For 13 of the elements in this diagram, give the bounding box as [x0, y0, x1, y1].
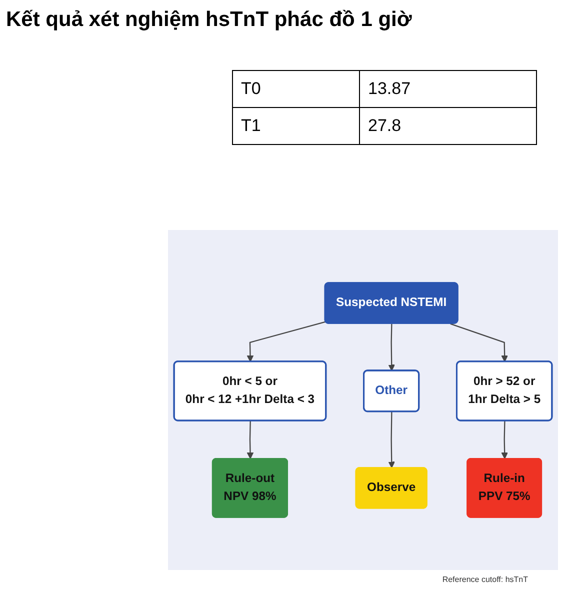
arrow	[450, 323, 508, 362]
arrow	[501, 420, 508, 460]
arrow	[388, 324, 395, 372]
arrow	[246, 420, 254, 460]
table-cell: T1	[232, 108, 360, 144]
arrow	[388, 412, 395, 468]
title: Kết quả xét nghiệm hsTnT phác đồ 1 giờ	[5, 7, 413, 32]
note: Reference cutoff: hsTnT	[442, 575, 528, 584]
table-cell: 13.87	[360, 70, 536, 108]
panel-background: Suspected NSTEMI 0hr < 5 or 0hr < 12 +1hr Delta < 3 Other 0hr > 52 or 1hr Delta > 5 Rule-out NPV 98% Observe Rule-in PPV 75%	[168, 230, 558, 570]
table-cell: 27.8	[360, 108, 536, 144]
arrow	[246, 321, 326, 362]
table-cell: T0	[232, 70, 360, 108]
